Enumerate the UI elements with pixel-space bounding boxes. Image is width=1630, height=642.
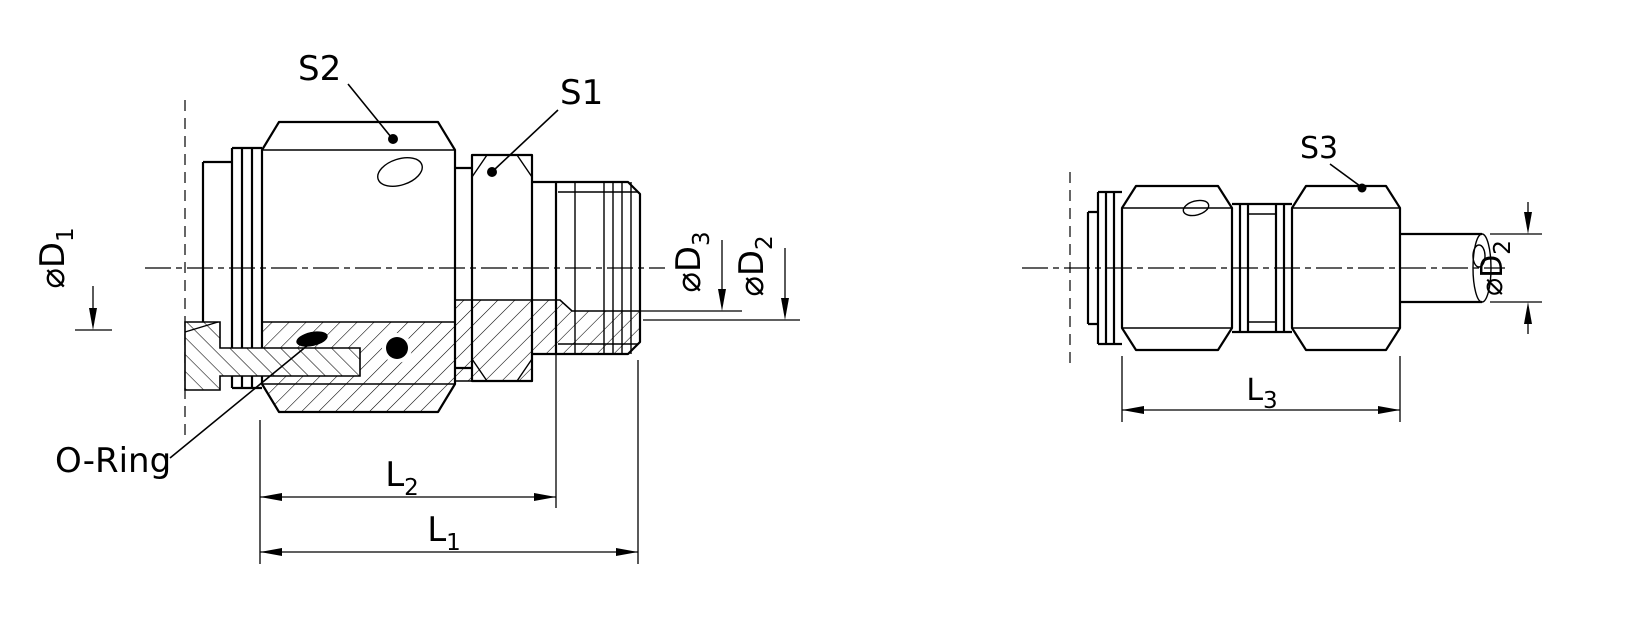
l1-label: L1 (427, 510, 461, 556)
tail-piece-section-hatch (184, 321, 361, 391)
s1-leader-dot (487, 167, 497, 177)
phi-d1-arrowhead (89, 308, 97, 330)
l1-right-arrowhead (616, 548, 638, 556)
s2-label: S2 (298, 49, 341, 89)
s2-leader-line (347, 83, 392, 138)
stud-section-hatch (454, 299, 641, 382)
phi-d3-dimension: ⌀D3 (640, 231, 742, 312)
l1-left-arrowhead (260, 548, 282, 556)
l1-dimension: L1 (259, 360, 639, 564)
s1-callout: S1 (487, 73, 603, 177)
phi-d2-left-arrowhead (781, 298, 789, 320)
l2-left-arrowhead (260, 493, 282, 501)
phi-d2-right-bottom-arrowhead (1524, 302, 1532, 324)
phi-d2-right-dimension: ⌀D2 (1475, 202, 1542, 334)
tube-end-outline (1400, 232, 1492, 304)
phi-d3-arrowhead (718, 289, 726, 311)
l3-left-arrowhead (1122, 406, 1144, 414)
phi-d2-right-top-arrowhead (1524, 212, 1532, 234)
phi-d2-right-label: ⌀D2 (1475, 240, 1516, 296)
o-ring-leader-line (169, 344, 309, 459)
s1-label: S1 (560, 73, 603, 113)
s3-label: S3 (1300, 131, 1338, 166)
middle-coupling-outline (1232, 202, 1292, 334)
o-ring-label: O-Ring (55, 441, 171, 481)
right-hex-nut-2-outline (1290, 184, 1402, 352)
left-fitting-view: S2 S1 O-Ring ⌀D1 ⌀D3 (33, 49, 800, 564)
l3-right-arrowhead (1378, 406, 1400, 414)
o-ring-section-dot (386, 337, 408, 359)
l2-label: L2 (385, 455, 419, 501)
tube-bore-oval (1472, 244, 1486, 268)
right-back-collar-outline (1086, 190, 1122, 346)
s3-leader-line (1329, 163, 1361, 187)
l3-label: L3 (1246, 373, 1277, 414)
l3-dimension: L3 (1121, 356, 1401, 422)
right-hex-nut-1-outline (1120, 184, 1234, 352)
o-ring-callout: O-Ring (55, 344, 309, 481)
s1-leader-line (493, 109, 559, 171)
phi-d2-left-label: ⌀D2 (732, 235, 778, 296)
s3-leader-dot (1357, 183, 1367, 193)
section-cut-lower-half (184, 299, 641, 413)
s2-leader-dot (388, 134, 398, 144)
phi-d2-left-dimension: ⌀D2 (643, 235, 800, 321)
s2-callout: S2 (298, 49, 398, 144)
right-fitting-view: S3 ⌀D2 L3 (1022, 131, 1542, 422)
seal-wedge (296, 331, 328, 347)
l2-right-arrowhead (534, 493, 556, 501)
phi-d1-label: ⌀D1 (33, 227, 79, 288)
s3-callout: S3 (1300, 131, 1367, 193)
hex1-flat-highlight-oval (1182, 199, 1210, 217)
l2-dimension: L2 (260, 338, 557, 508)
phi-d3-label: ⌀D3 (669, 231, 715, 292)
phi-d1-dimension: ⌀D1 (33, 227, 112, 331)
tail-flange-chamfer-line (184, 321, 219, 333)
hex-flat-highlight-oval (377, 157, 423, 187)
